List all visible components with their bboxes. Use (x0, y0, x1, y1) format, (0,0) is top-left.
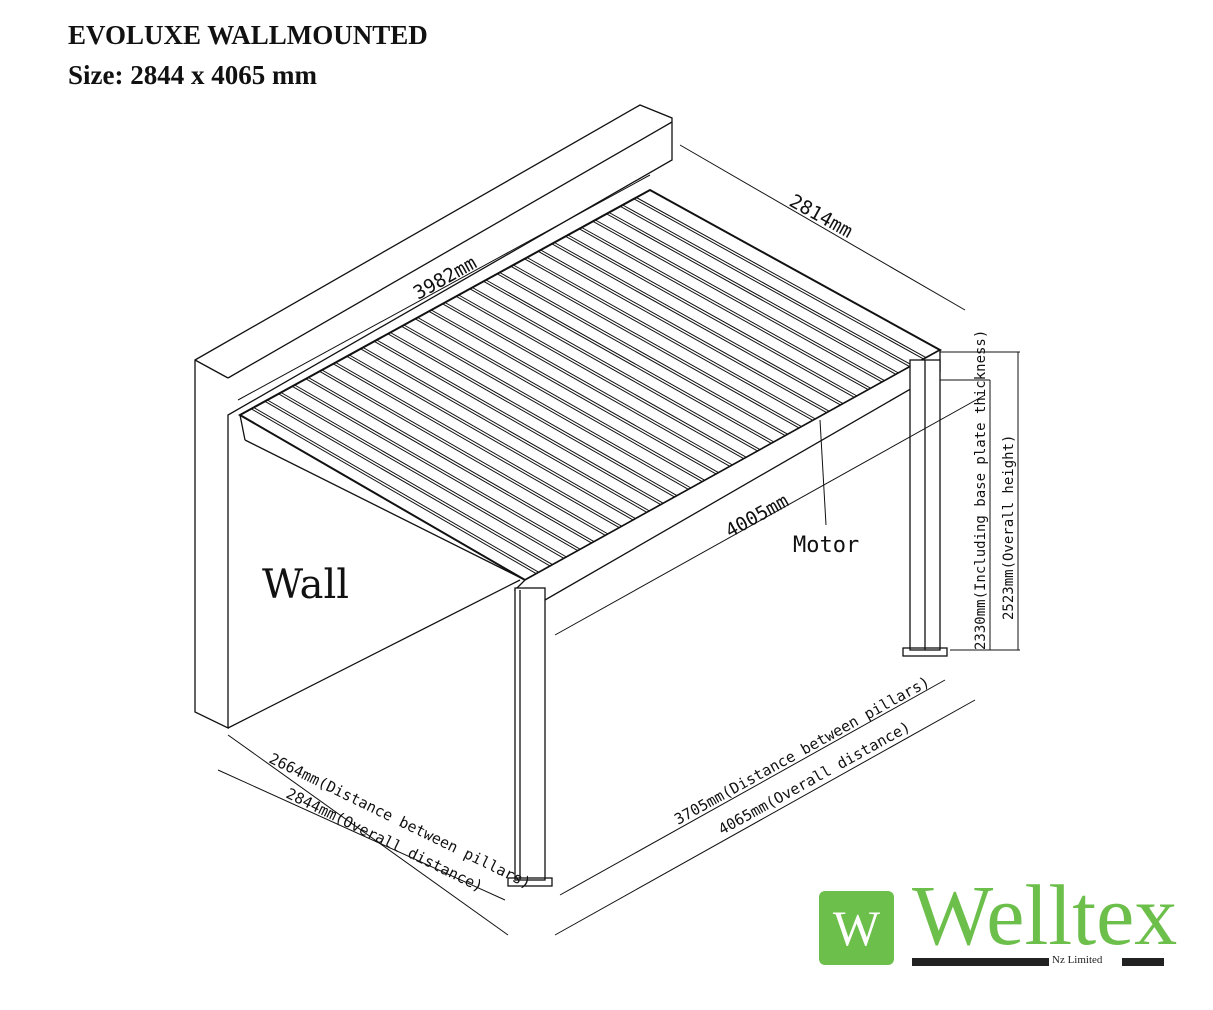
roof-slat (278, 393, 565, 559)
roof-slat (636, 197, 927, 359)
roof-slat (267, 399, 553, 566)
logo-subtitle: Nz Limited (1052, 954, 1103, 966)
roof-slat (551, 243, 841, 406)
logo-bar (1122, 958, 1164, 966)
roof-slat (540, 249, 830, 412)
logo-name: Welltex (912, 867, 1178, 963)
roof-slat (431, 309, 719, 474)
roof-slat (253, 407, 540, 573)
roof-slat (401, 325, 689, 490)
roof-slat (291, 385, 579, 552)
roof-slat (387, 333, 675, 498)
roof-slat (567, 234, 858, 397)
roof-slat (414, 318, 703, 483)
roof-slat (458, 294, 747, 458)
roof-slat (362, 347, 650, 512)
roof-slat (554, 242, 844, 405)
roof-slat (526, 257, 816, 420)
roof-slat (335, 362, 623, 527)
roof-slat (444, 302, 733, 466)
roof-slat (305, 378, 592, 544)
roof-slat (390, 332, 678, 497)
roof-slat (264, 400, 551, 567)
roof-slats (250, 197, 927, 575)
logo-bar (912, 958, 1049, 966)
roof-slat (595, 219, 885, 382)
roof-slat (578, 228, 869, 391)
roof-slat (373, 340, 662, 506)
roof-slat (633, 198, 924, 360)
roof-slat (321, 369, 609, 535)
roof-slat (537, 250, 828, 414)
dim-height-overall: 2523mm(Overall height) (1001, 435, 1017, 620)
roof-slat (469, 288, 758, 452)
roof-slat (428, 310, 717, 475)
roof-slat (403, 324, 692, 489)
product-size: Size: 2844 x 4065 mm (68, 60, 317, 90)
roof-slat (485, 279, 775, 443)
roof-slat (581, 227, 872, 389)
roof-slat (442, 303, 731, 467)
roof-slat (360, 348, 648, 513)
wall-label: Wall (262, 562, 349, 608)
roof-slat (619, 205, 911, 368)
roof-slat (622, 204, 913, 366)
roof-slat (606, 213, 897, 375)
roof-slat (608, 212, 899, 374)
roof-slat (499, 272, 789, 435)
wall (194, 104, 673, 730)
roof-slat (592, 220, 883, 383)
roof-slat (349, 354, 636, 520)
roof-slat (472, 287, 761, 451)
product-title: EVOLUXE WALLMOUNTED (68, 20, 428, 50)
motor-label: Motor (793, 533, 859, 558)
dim-height-inner: 2330mm(Including base plate thickness) (973, 330, 989, 650)
dim-depth: 2814mm (786, 190, 857, 243)
roof-slat (496, 273, 786, 437)
roof-slat (565, 235, 855, 398)
logo-mark: W (819, 891, 894, 965)
roof-slat (250, 408, 537, 575)
dim-front-beam: 4005mm (722, 490, 793, 543)
roof-slat (308, 377, 595, 543)
roof-slat (510, 265, 800, 429)
roof-slat (294, 384, 581, 550)
roof-slat (483, 280, 772, 444)
roof-slat (280, 392, 567, 558)
roof-slat (332, 363, 620, 529)
roof-slat (417, 317, 706, 481)
dim-side-pillars: 2664mm(Distance between pillars) (266, 749, 534, 892)
roof-slat (524, 258, 814, 421)
roof-slat (455, 295, 745, 460)
roof-slat (376, 339, 664, 504)
roof-slat (319, 370, 606, 536)
dim-front-pillars: 3705mm(Distance between pillars) (671, 673, 932, 829)
roof-slat (513, 264, 802, 428)
roof-slat (346, 355, 634, 521)
